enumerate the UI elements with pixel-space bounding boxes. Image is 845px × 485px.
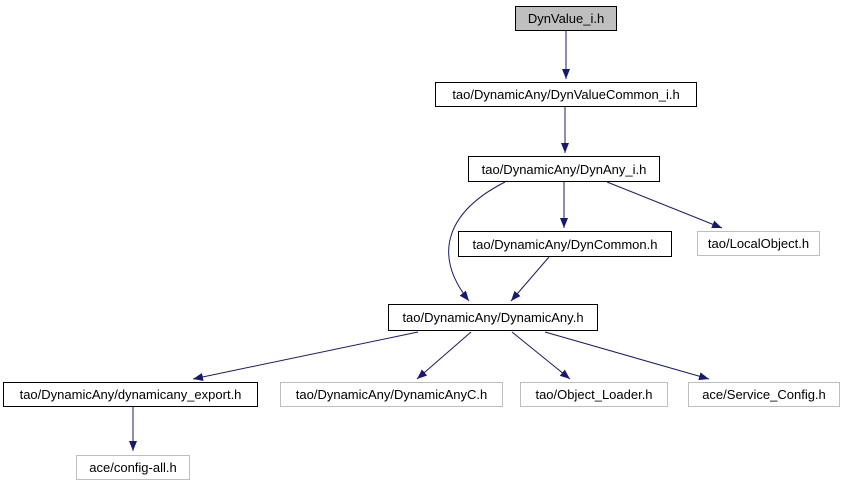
edge-dyncommon-to-dynamicany [510, 256, 550, 302]
edge-dynamicany-to-objectloader [511, 331, 571, 380]
node-dyncommon-h[interactable]: tao/DynamicAny/DynCommon.h [458, 231, 672, 257]
edge-dynany-to-localobject [606, 181, 723, 229]
node-localobject-h: tao/LocalObject.h [697, 231, 820, 256]
node-dynamicany-h[interactable]: tao/DynamicAny/DynamicAny.h [388, 304, 598, 331]
edge-dynamicany-to-export [192, 331, 419, 381]
node-dynany-i-h[interactable]: tao/DynamicAny/DynAny_i.h [468, 156, 660, 182]
edge-dynamicany-to-dynamicanyc [416, 331, 472, 380]
node-config-all-h: ace/config-all.h [76, 455, 190, 480]
edge-dynamicany-to-serviceconfig [544, 331, 710, 381]
node-dynvaluecommon-i-h[interactable]: tao/DynamicAny/DynValueCommon_i.h [435, 82, 697, 107]
node-dynvalue-i-h: DynValue_i.h [515, 6, 617, 31]
node-service-config-h: ace/Service_Config.h [688, 382, 840, 407]
node-object-loader-h: tao/Object_Loader.h [520, 382, 668, 407]
edge-dynany-to-dynamicany [448, 181, 506, 302]
node-dynamicany-export-h[interactable]: tao/DynamicAny/dynamicany_export.h [3, 382, 258, 407]
node-dynamicanyc-h: tao/DynamicAny/DynamicAnyC.h [280, 382, 503, 407]
